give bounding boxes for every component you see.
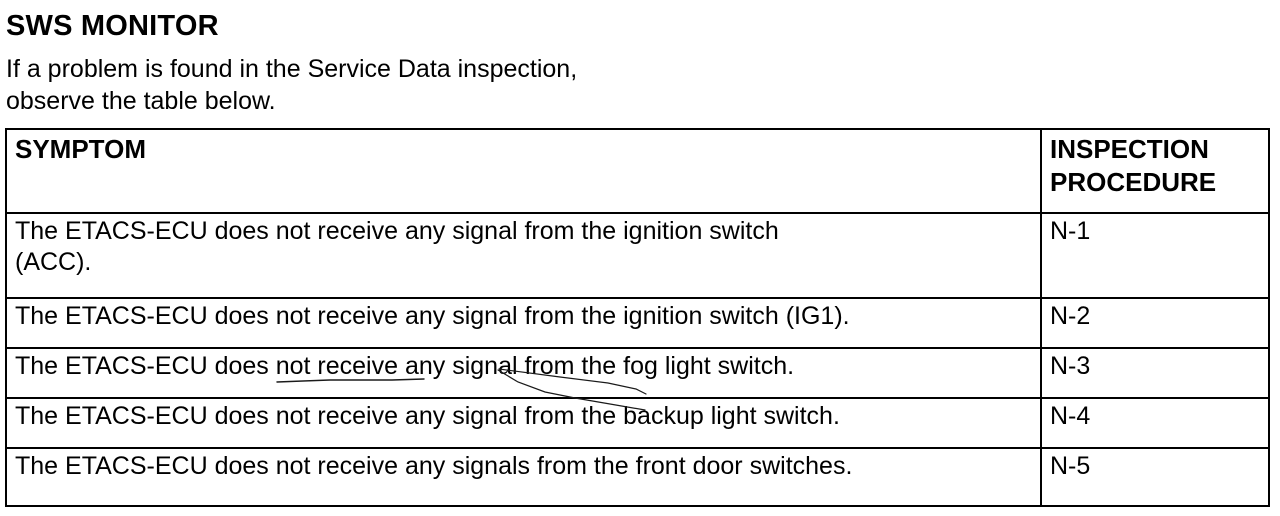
table-row: The ETACS-ECU does not receive any signa… bbox=[5, 212, 1270, 299]
column-header-symptom-label: SYMPTOM bbox=[15, 134, 146, 164]
column-header-inspection-procedure-line-1: INSPECTION bbox=[1050, 134, 1209, 164]
symptom-text-1-line-1: The ETACS-ECU does not receive any signa… bbox=[15, 217, 779, 245]
column-header-symptom: SYMPTOM bbox=[5, 128, 1042, 214]
table-row: The ETACS-ECU does not receive any signa… bbox=[5, 397, 1270, 449]
procedure-code-5: N-5 bbox=[1050, 452, 1091, 480]
symptom-text-2-line-1: The ETACS-ECU does not receive any signa… bbox=[15, 302, 850, 330]
intro-text-line-2: observe the table below. bbox=[6, 87, 276, 115]
column-header-inspection-procedure-line-2: PROCEDURE bbox=[1050, 167, 1217, 197]
symptom-cell-3: The ETACS-ECU does not receive any signa… bbox=[5, 347, 1042, 399]
symptom-text-5-line-1: The ETACS-ECU does not receive any signa… bbox=[15, 452, 853, 480]
table-row: The ETACS-ECU does not receive any signa… bbox=[5, 347, 1270, 399]
table-row: The ETACS-ECU does not receive any signa… bbox=[5, 297, 1270, 349]
page-title: SWS MONITOR bbox=[6, 10, 219, 42]
procedure-cell-3: N-3 bbox=[1040, 347, 1270, 399]
symptom-cell-4: The ETACS-ECU does not receive any signa… bbox=[5, 397, 1042, 449]
procedure-cell-5: N-5 bbox=[1040, 447, 1270, 507]
column-header-inspection-procedure: INSPECTION PROCEDURE bbox=[1040, 128, 1270, 214]
procedure-cell-1: N-1 bbox=[1040, 212, 1270, 299]
procedure-cell-2: N-2 bbox=[1040, 297, 1270, 349]
procedure-code-2: N-2 bbox=[1050, 302, 1091, 330]
symptom-cell-2: The ETACS-ECU does not receive any signa… bbox=[5, 297, 1042, 349]
procedure-code-1: N-1 bbox=[1050, 217, 1091, 245]
symptom-text-3-line-1: The ETACS-ECU does not receive any signa… bbox=[15, 352, 795, 380]
intro-text-line-1: If a problem is found in the Service Dat… bbox=[6, 55, 578, 83]
procedure-code-3: N-3 bbox=[1050, 352, 1091, 380]
table-header-row: SYMPTOM INSPECTION PROCEDURE bbox=[5, 128, 1270, 214]
symptom-text-4-line-1: The ETACS-ECU does not receive any signa… bbox=[15, 402, 840, 430]
symptom-cell-5: The ETACS-ECU does not receive any signa… bbox=[5, 447, 1042, 507]
table-row: The ETACS-ECU does not receive any signa… bbox=[5, 447, 1270, 507]
symptom-cell-1: The ETACS-ECU does not receive any signa… bbox=[5, 212, 1042, 299]
symptom-table: SYMPTOM INSPECTION PROCEDURE The ETACS-E… bbox=[5, 128, 1270, 507]
procedure-cell-4: N-4 bbox=[1040, 397, 1270, 449]
symptom-text-1-line-2: (ACC). bbox=[15, 248, 92, 276]
procedure-code-4: N-4 bbox=[1050, 402, 1091, 430]
